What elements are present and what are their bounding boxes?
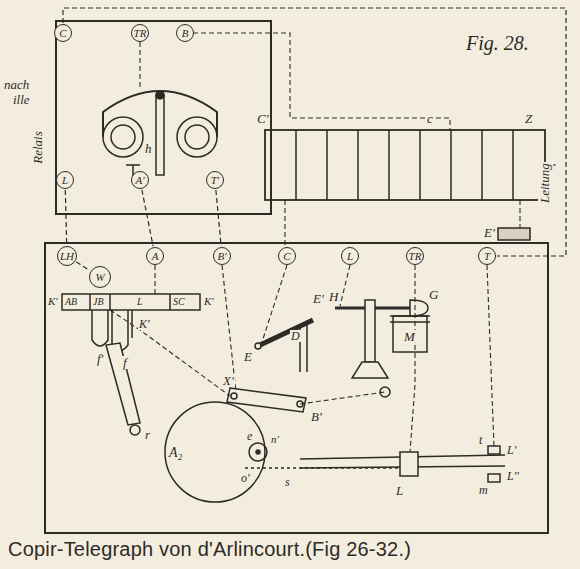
terminal-name: B' xyxy=(217,251,226,262)
part-label: L'' xyxy=(506,470,520,482)
terminal-circle: L xyxy=(56,171,74,189)
part-label: nach xyxy=(3,78,30,91)
part-label: s xyxy=(284,476,291,488)
part-label: K' xyxy=(138,318,151,330)
terminal-name: L xyxy=(62,175,68,186)
terminal-name: C xyxy=(283,251,290,262)
terminal-circle: C xyxy=(54,24,72,42)
terminal-name: B xyxy=(182,28,189,39)
terminal-name: LH xyxy=(60,251,74,262)
battery xyxy=(265,130,545,200)
part-label: JB xyxy=(92,297,105,307)
type-wheel xyxy=(165,402,400,502)
terminal-name: L xyxy=(347,251,353,262)
terminal-name: TR xyxy=(134,28,147,39)
armature-column xyxy=(335,300,430,378)
part-label: K' xyxy=(47,296,59,307)
part-label: f xyxy=(122,356,128,369)
part-label: m xyxy=(478,484,489,496)
part-label: M xyxy=(403,330,416,343)
fork-lever xyxy=(92,310,140,435)
terminal-circle: W xyxy=(89,266,111,288)
wire-connector xyxy=(142,190,153,246)
part-label: ille xyxy=(12,93,31,106)
part-label: L xyxy=(395,484,404,497)
terminal-circle: TR xyxy=(131,24,150,43)
terminal-circle: T' xyxy=(206,171,224,189)
terminal-name: A xyxy=(152,251,159,262)
terminal-circle: A' xyxy=(131,171,149,189)
part-label: K' xyxy=(203,296,215,307)
part-label: L' xyxy=(506,444,517,456)
part-label: B' xyxy=(310,410,323,423)
part-label: X' xyxy=(222,374,235,387)
part-label: h xyxy=(144,142,153,155)
wire-connector xyxy=(76,262,90,271)
lever-l xyxy=(300,387,505,482)
part-label: E xyxy=(243,350,253,363)
part-label: AB xyxy=(64,297,78,307)
part-label: A₂ xyxy=(168,446,183,460)
terminal-circle: B' xyxy=(213,247,231,265)
part-label: Z xyxy=(524,112,533,125)
lever-e xyxy=(255,320,313,372)
part-label: t xyxy=(478,434,483,446)
terminal-name: C xyxy=(59,28,66,39)
part-label: E' xyxy=(483,226,496,239)
wire-connector xyxy=(216,190,221,246)
relay-board: RelaisCTRBLA'T' xyxy=(55,20,272,215)
part-label: r xyxy=(144,428,151,441)
wire-label: Leitung xyxy=(538,162,551,204)
part-label: G xyxy=(428,288,439,301)
contact-strip xyxy=(62,294,200,310)
figure-title: Fig. 28. xyxy=(466,32,529,55)
terminal-circle: LH xyxy=(57,246,77,266)
terminal-circle: B xyxy=(176,24,194,42)
part-label: E' xyxy=(312,292,325,305)
part-label: c xyxy=(426,112,434,125)
terminal-name: TR xyxy=(409,251,422,262)
terminal-circle: T xyxy=(478,247,496,265)
part-label: e xyxy=(246,430,253,442)
wires xyxy=(110,33,556,452)
wire-connector xyxy=(63,8,566,256)
part-label: n' xyxy=(270,434,280,445)
terminal-circle: TR xyxy=(406,247,425,266)
part-label: f' xyxy=(96,352,104,365)
base-board xyxy=(45,243,548,533)
board-heading: Relais xyxy=(30,131,43,164)
relay-magnet xyxy=(103,91,217,176)
terminal-circle: A xyxy=(146,247,164,265)
terminal-name: T' xyxy=(211,175,219,186)
part-label: o' xyxy=(240,472,251,484)
terminal-name: T xyxy=(484,251,490,262)
part-label: H xyxy=(328,290,339,303)
wire-connector xyxy=(65,190,66,245)
part-label: C' xyxy=(256,112,269,125)
terminal-circle: L xyxy=(341,247,359,265)
terminal-name: W xyxy=(95,272,104,283)
earth-plate xyxy=(498,228,530,240)
caption: Copir-Telegraph von d'Arlincourt.(Fig 26… xyxy=(8,538,411,561)
terminal-circle: C xyxy=(278,247,296,265)
part-label: L xyxy=(136,297,144,307)
part-label: D xyxy=(290,330,301,342)
terminal-name: A' xyxy=(135,175,144,186)
part-label: SC xyxy=(172,297,186,307)
